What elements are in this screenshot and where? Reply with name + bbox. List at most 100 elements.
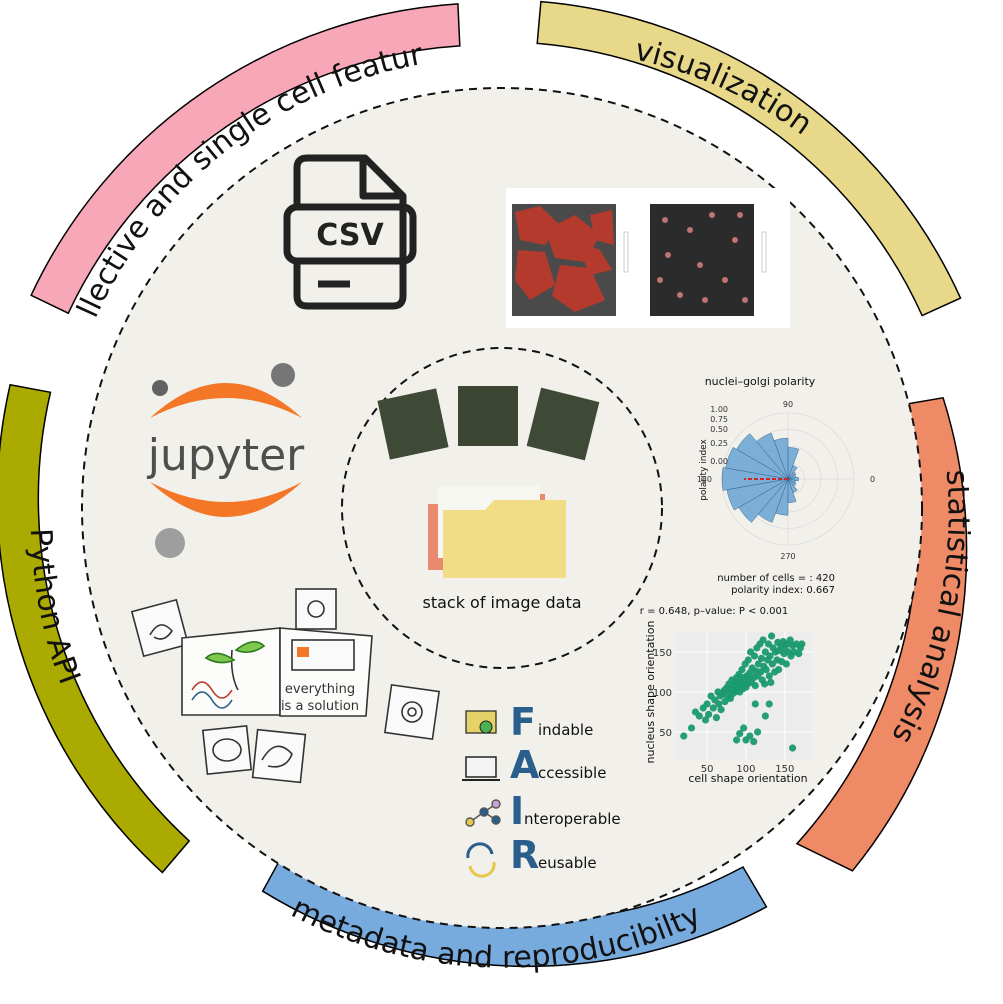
scatter-point — [767, 678, 775, 687]
outer-ring — [0, 0, 968, 968]
polar-radial-tick: 1.00 — [710, 405, 728, 414]
notebook-illustration — [130, 588, 441, 784]
jupyter-label: jupyter — [147, 430, 305, 481]
fair-letter-i: I — [510, 789, 524, 833]
scatter-point — [757, 654, 766, 663]
scatter-point — [703, 700, 711, 708]
scatter-point — [767, 632, 776, 640]
scatter-point — [761, 648, 769, 656]
scatter-point — [750, 738, 758, 746]
fair-letter-f: F — [510, 700, 536, 744]
accessible-icon — [462, 756, 500, 781]
notebook-line-1: everything — [285, 682, 355, 697]
rose-bin — [787, 478, 797, 487]
scatter-point — [751, 682, 759, 690]
scatter-point — [751, 700, 759, 708]
scatter-point — [709, 704, 717, 712]
scatter-point — [712, 714, 721, 722]
fair-block — [462, 710, 501, 878]
rose-bin — [757, 478, 789, 523]
interoperable-icon — [465, 799, 501, 827]
scatter-point — [680, 732, 688, 740]
scatter-point — [786, 636, 794, 644]
scatter-point — [736, 730, 744, 738]
rose-bin — [787, 478, 797, 484]
notebook-line-2: is a solution — [281, 699, 359, 714]
scatter-point — [750, 652, 759, 660]
scatter-point — [717, 706, 725, 714]
scatter-point — [768, 660, 776, 668]
polar-chart: nuclei–golgi polarity 1.000.750.50 0.25 0.0… — [697, 375, 875, 596]
scatter-point — [744, 656, 752, 664]
scatter-point — [788, 744, 797, 752]
scatter-point — [765, 672, 773, 680]
rose-bin — [775, 478, 789, 516]
fair-word-a: ccessible — [538, 764, 606, 782]
rose-bin — [738, 478, 789, 523]
polar-radial-tick: 0.00 — [710, 457, 728, 466]
scatter-point — [761, 712, 769, 720]
scatter-point — [760, 680, 769, 688]
fair-letter-r: R — [510, 833, 539, 877]
scatter-xtick: 100 — [736, 764, 755, 775]
scatter-point — [754, 728, 762, 736]
scatter-ytick: 150 — [653, 648, 672, 659]
polar-angle-label: 90 — [783, 400, 793, 409]
scatter-point — [721, 698, 729, 706]
scatter-point — [757, 668, 765, 676]
scatter-xtick: 50 — [701, 764, 714, 775]
scatter-ylabel: nucleus shape orientation — [644, 621, 657, 764]
polar-footer-count: number of cells = : 420 — [717, 573, 835, 584]
scatter-point — [746, 732, 754, 740]
findable-icon — [465, 710, 497, 734]
visualization-panel — [506, 188, 790, 328]
polar-title: nuclei–golgi polarity — [705, 375, 816, 388]
scatter-point — [705, 710, 713, 719]
core-circle — [341, 347, 663, 669]
scatter-title: r = 0.648, p–value: P < 0.001 — [640, 606, 788, 617]
scatter-point — [740, 724, 748, 732]
rose-bin — [726, 478, 789, 511]
scatter-point — [733, 736, 741, 744]
scatter-point — [762, 666, 770, 674]
nuclei-elongation-map — [650, 204, 754, 316]
folder-icon — [428, 486, 566, 578]
polar-radial-tick: 0.50 — [710, 425, 728, 434]
scatter-point — [798, 640, 806, 648]
scatter-point — [766, 652, 774, 660]
scatter-point — [738, 666, 746, 674]
scatter-point — [715, 700, 723, 708]
polar-radial-tick: 0.25 — [710, 439, 728, 448]
scatter-point — [754, 660, 762, 668]
reusable-icon — [466, 842, 496, 878]
segment-collective — [30, 3, 461, 315]
scatter-point — [782, 660, 790, 668]
polar-ylabel: polarity index — [699, 438, 709, 500]
csv-file-icon — [283, 154, 417, 310]
polar-angle-label: 0 — [870, 475, 875, 484]
segment-python — [0, 383, 191, 874]
scatter-point — [695, 712, 703, 720]
scatter-point — [795, 650, 803, 658]
polar-radial-tick: 0.75 — [710, 415, 728, 424]
stack-label: stack of image data — [422, 593, 581, 612]
scatter-ytick: 50 — [659, 728, 672, 739]
jupyter-logo — [150, 363, 302, 558]
scatter-xlabel: cell shape orientation — [688, 772, 807, 785]
scatter-point — [774, 666, 783, 674]
polar-angle-label: 180 — [697, 475, 712, 484]
csv-label: CSV — [316, 218, 384, 253]
rose-bin — [787, 476, 799, 482]
fair-word-i: nteroperable — [524, 810, 621, 828]
polar-footer-index: polarity index: 0.667 — [731, 585, 835, 596]
scatter-point — [764, 640, 773, 648]
scatter-point — [701, 716, 710, 724]
image-stack — [377, 386, 600, 461]
scatter-point — [759, 636, 767, 644]
polar-angle-label: 270 — [780, 552, 795, 561]
fair-word-f: indable — [538, 721, 593, 739]
